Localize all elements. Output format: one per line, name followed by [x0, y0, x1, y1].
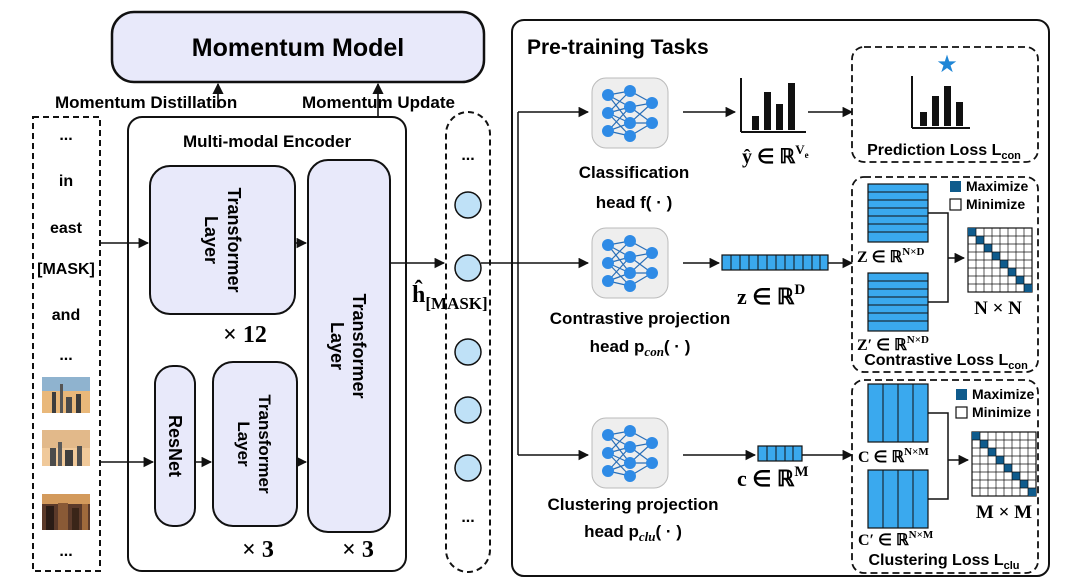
NxN-similarity-grid	[967, 227, 1033, 293]
contrastive-head-icon	[591, 227, 669, 299]
hidden-column-ellipsis: ...	[461, 509, 474, 526]
pretraining-title: Pre-training Tasks	[527, 36, 709, 59]
target-bar-icon	[911, 76, 970, 129]
classification-head-caption: head f( · )	[596, 193, 673, 212]
hidden-state-node	[454, 191, 482, 219]
momentum-model-box	[110, 10, 486, 84]
maximize-legend-label: Maximize	[966, 178, 1028, 194]
contrastive-loss-box	[851, 176, 1039, 373]
momentum-model-label: Momentum Model	[192, 34, 405, 62]
Zprime-label: Z′ ∈ ℝN×D	[857, 334, 929, 354]
encoder-title: Multi-modal Encoder	[183, 132, 352, 151]
fusion-transformer-layer	[307, 159, 391, 533]
prediction-loss-label: Prediction Loss Lcon	[867, 142, 1021, 162]
maximize-legend-swatch	[956, 389, 967, 400]
prediction-loss-box	[851, 46, 1039, 163]
image-layer-count: × 3	[242, 537, 274, 563]
Cprime-matrix	[867, 469, 929, 529]
hidden-state-column	[445, 111, 491, 573]
prediction-bar-icon	[740, 78, 806, 133]
minimize-legend-label: Minimize	[972, 404, 1031, 420]
input-token: in	[59, 173, 73, 190]
image-transformer-layer	[212, 361, 298, 527]
resnet-label: ResNet	[165, 415, 185, 477]
minimize-legend-swatch	[955, 406, 968, 419]
Z-matrix	[867, 183, 929, 243]
input-token: and	[52, 307, 80, 324]
input-token: ...	[59, 127, 72, 144]
fusion-transformer-label: Layer	[327, 322, 347, 370]
hidden-state-node	[454, 338, 482, 366]
clustering-loss-label: Clustering Loss Lclu	[868, 552, 1019, 572]
fusion-layer-count: × 3	[342, 537, 374, 563]
clustering-loss-box	[851, 379, 1039, 574]
c-label: c ∈ ℝM	[737, 464, 809, 491]
text-layer-count: × 12	[223, 322, 267, 348]
mask-branch-line	[481, 112, 519, 455]
multimodal-encoder-box	[127, 116, 407, 572]
maximize-legend-label: Maximize	[972, 386, 1034, 402]
input-token: east	[50, 220, 83, 237]
minimize-legend-swatch	[949, 198, 962, 211]
y-hat-label: ŷ ∈ ℝVe	[742, 142, 809, 168]
Zprime-matrix	[867, 272, 929, 332]
input-token-column	[32, 116, 101, 572]
text-transformer-layer	[149, 165, 296, 315]
fusion-transformer-label: Transformer	[349, 293, 369, 398]
input-token: ...	[59, 543, 72, 560]
minimize-legend-label: Minimize	[966, 196, 1025, 212]
hidden-state-node	[454, 454, 482, 482]
contrastive-bracket	[928, 212, 964, 303]
momentum-distillation-label: Momentum Distillation	[55, 93, 237, 112]
star-icon: ★	[936, 51, 958, 78]
pretraining-tasks-panel	[511, 19, 1050, 577]
input-token: ...	[59, 347, 72, 364]
momentum-update-label: Momentum Update	[302, 93, 455, 112]
clustering-bracket	[928, 412, 968, 500]
NxN-label: N × N	[974, 298, 1022, 319]
image-transformer-label: Transformer	[255, 394, 274, 494]
C-matrix	[867, 383, 929, 443]
clustering-head-caption: head pclu( · )	[584, 522, 682, 544]
input-token: [MASK]	[37, 261, 95, 278]
classification-head-caption: Classification	[579, 163, 690, 182]
classification-head-icon	[591, 77, 669, 149]
resnet-block	[154, 365, 196, 527]
contrastive-head-caption: Contrastive projection	[550, 309, 730, 328]
image-transformer-label: Layer	[234, 421, 253, 467]
C-label: C ∈ ℝN×M	[858, 446, 929, 466]
hidden-mask-label: ĥ[MASK]	[412, 281, 488, 313]
hidden-state-mask-node	[454, 254, 482, 282]
text-transformer-label: Layer	[201, 216, 221, 264]
Cprime-label: C′ ∈ ℝN×M	[858, 529, 934, 549]
hidden-state-node	[454, 396, 482, 424]
hidden-column-ellipsis: ...	[461, 147, 474, 164]
input-image-thumbnail	[42, 494, 90, 530]
input-image-thumbnail	[42, 377, 90, 413]
clustering-head-caption: Clustering projection	[548, 495, 719, 514]
clustering-head-icon	[591, 417, 669, 489]
text-transformer-label: Transformer	[224, 187, 244, 292]
z-vector	[721, 254, 829, 271]
contrastive-head-caption: head pcon( · )	[590, 337, 691, 359]
MxM-label: M × M	[976, 502, 1032, 523]
z-label: z ∈ ℝD	[737, 282, 805, 309]
MxM-similarity-grid	[971, 431, 1037, 497]
c-vector	[757, 445, 803, 462]
input-image-thumbnail	[42, 430, 90, 466]
maximize-legend-swatch	[950, 181, 961, 192]
Z-label: Z ∈ ℝN×D	[857, 246, 924, 266]
contrastive-loss-label: Contrastive Loss Lcon	[864, 352, 1028, 372]
